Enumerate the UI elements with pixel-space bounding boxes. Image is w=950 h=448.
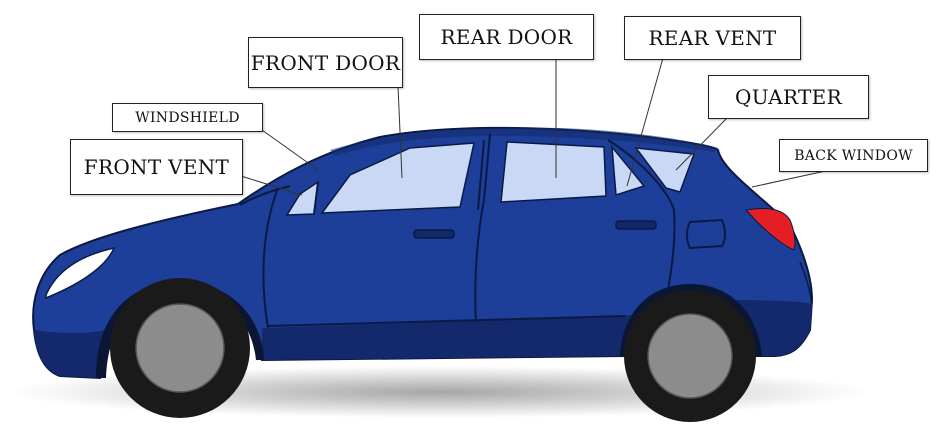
leader-windshield (261, 129, 319, 171)
label-rear-vent: REAR VENT (624, 16, 801, 60)
front-bumper-lower (34, 330, 105, 378)
label-back-window: BACK WINDOW (779, 139, 928, 172)
leader-front-door (397, 85, 403, 179)
rear-door-glass (500, 141, 607, 203)
lower-skirt (262, 292, 812, 360)
label-front-vent: FRONT VENT (70, 139, 243, 195)
front-door-handle (413, 229, 455, 239)
front-door-glass (320, 142, 475, 214)
quarter-glass (634, 147, 696, 193)
leader-back-window (751, 169, 831, 188)
headlight (45, 246, 116, 300)
leader-quarter (675, 116, 729, 171)
rear-vent-glass (611, 144, 646, 197)
fuel-door (686, 218, 726, 250)
taillight (745, 207, 796, 251)
front-wheel (110, 278, 250, 418)
leader-rear-vent (626, 57, 664, 187)
rear-bumper-line (799, 261, 813, 305)
label-rear-door: REAR DOOR (419, 14, 594, 60)
door-seams (239, 133, 676, 329)
label-front-door: FRONT DOOR (248, 37, 403, 88)
rear-door-handle (615, 220, 657, 230)
rear-wheel (624, 290, 756, 422)
label-quarter: QUARTER (708, 75, 869, 119)
roof-rail (330, 127, 718, 156)
leader-lines (240, 57, 831, 196)
label-windshield: WINDSHIELD (112, 103, 263, 132)
leader-front-vent (240, 175, 303, 196)
